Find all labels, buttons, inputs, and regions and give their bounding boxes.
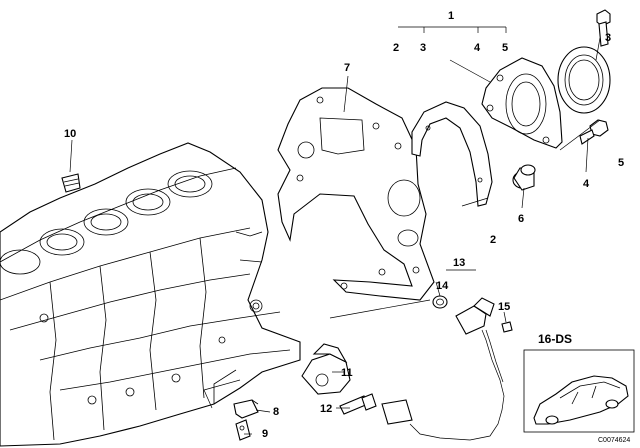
timing-gasket	[277, 87, 435, 301]
callout-1: 1	[448, 10, 454, 22]
callout-15: 15	[498, 301, 510, 313]
screw-small	[501, 321, 513, 333]
callout-10: 10	[64, 128, 76, 140]
seal-gasket	[411, 101, 493, 207]
engine-block	[0, 142, 301, 447]
callout-8: 8	[273, 406, 279, 418]
gasket-ring	[432, 295, 448, 309]
callout-2-top: 2	[393, 42, 399, 54]
callout-3-bolt: 3	[605, 32, 611, 44]
diagram-code: 16-DS	[538, 332, 572, 346]
callout-6: 6	[518, 213, 524, 225]
callout-3-top: 3	[420, 42, 426, 54]
callout-14: 14	[436, 280, 449, 292]
plug-connector	[235, 419, 251, 441]
document-id: C0074624	[598, 437, 630, 444]
dowel-sleeve	[512, 164, 536, 191]
callout-5-top: 5	[502, 42, 508, 54]
hex-bolt-top	[596, 9, 611, 47]
bolt-long	[339, 393, 377, 415]
callout-11: 11	[341, 367, 353, 379]
callout-numbers: 1 2 3 4 5 3 7 10 5 4 6 2 13 14 15 11 8 1…	[64, 10, 624, 440]
car-thumbnail	[523, 349, 635, 433]
cable-clip	[233, 399, 259, 419]
callout-12: 12	[320, 403, 332, 415]
impulse-sensor	[381, 297, 505, 441]
leader-lines	[69, 26, 601, 435]
screw-plug	[61, 173, 81, 193]
callout-7: 7	[344, 62, 350, 74]
seal-carrier	[481, 57, 563, 149]
knock-sensor	[301, 343, 351, 395]
callout-9: 9	[262, 428, 268, 440]
radial-seal-ring	[557, 46, 611, 114]
callout-4-bolt: 4	[583, 178, 590, 190]
callout-5-ring: 5	[618, 157, 624, 169]
callout-2-gasket: 2	[490, 234, 496, 246]
callout-13: 13	[453, 257, 465, 269]
callout-4-top: 4	[474, 42, 481, 54]
